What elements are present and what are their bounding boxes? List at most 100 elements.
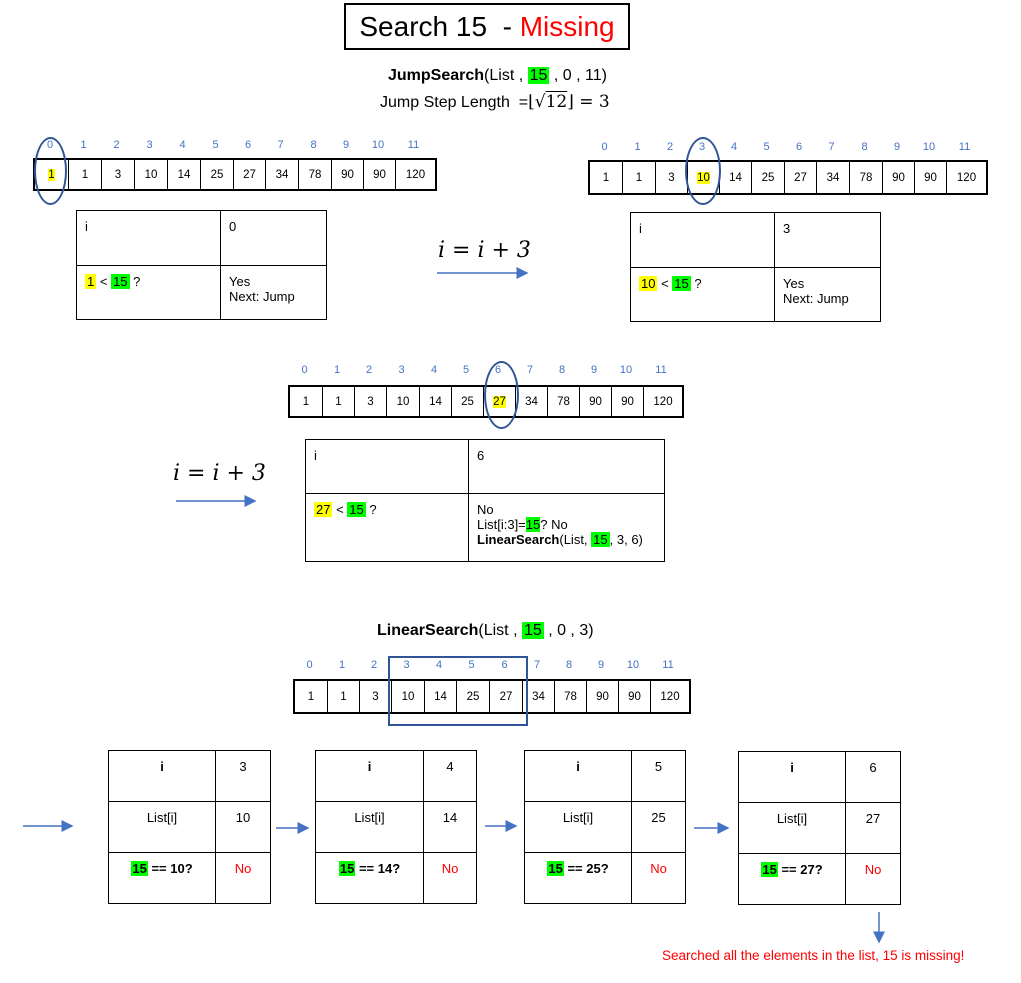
array-1-index-10: 10 (371, 139, 385, 151)
array-3-value-11: 120 (653, 395, 673, 408)
array-4-index-11: 11 (662, 659, 674, 671)
linear-search-fn: LinearSearch (377, 622, 479, 639)
array-2-value-0: 1 (602, 171, 610, 184)
array-3-cell-0: 1 (290, 387, 323, 416)
array-3-index-5: 5 (462, 364, 470, 376)
linear-call-post: , 0 , 3) (543, 622, 594, 639)
array-2-value-9: 90 (892, 171, 905, 184)
array-2-value-10: 90 (924, 171, 937, 184)
array-4-index-5: 5 (468, 659, 475, 671)
stage-3-i-value: 6 (468, 439, 665, 494)
array-4-cell-7: 34 (523, 681, 555, 712)
stage-3-comparison: 27 < 15 ? (305, 493, 469, 562)
stage-2-i-value: 3 (774, 212, 881, 268)
linear-search-call: LinearSearch(List , 15 , 0 , 3) (377, 622, 594, 640)
linear-call-target: 15 (521, 622, 544, 639)
stage-2-cmp-q: ? (690, 276, 702, 291)
array-4-index-2: 2 (370, 659, 378, 671)
array-3-value-3: 10 (396, 395, 410, 408)
array-1-value-7: 34 (275, 168, 289, 181)
array-2-index-2: 2 (666, 141, 674, 153)
linear-step-0-target: 15 (131, 861, 148, 876)
stage-3-list-pre: List[i:3]= (477, 517, 526, 532)
stage-3-cmp-op: < (332, 502, 348, 517)
stage-3-i-label: i (305, 439, 469, 494)
stage-3-list-check: List[i:3]=15? No (477, 517, 656, 532)
array-2-cell-1: 1 (623, 162, 656, 193)
array-1-index-7: 7 (277, 139, 284, 151)
array-1-index-2: 2 (113, 139, 120, 151)
array-3-value-8: 78 (557, 395, 570, 408)
step-radicand: 12 (545, 92, 568, 112)
array-2-cell-11: 120 (947, 162, 986, 193)
linear-step-2-list-value: 25 (631, 801, 686, 853)
linear-step-0-list-value: 10 (215, 801, 271, 853)
array-4-value-3: 10 (401, 690, 415, 703)
linear-step-2-comparison: 15 == 25? (524, 852, 632, 904)
array-2-index-0: 0 (601, 141, 608, 153)
array-3-cell-11: 120 (644, 387, 682, 416)
jump-formula-1: i = i + 3 (438, 238, 531, 263)
array-4-cell-5: 25 (457, 681, 490, 712)
jump-call-pre: (List , (484, 67, 528, 84)
array-2-value-6: 27 (794, 171, 807, 184)
array-4-index-6: 6 (501, 659, 508, 671)
array-3-index-8: 8 (558, 364, 566, 376)
array-4-cell-10: 90 (619, 681, 651, 712)
array-1-cell-1: 1 (69, 160, 102, 189)
array-4-value-6: 27 (499, 690, 513, 703)
stage-2-result-2: Next: Jump (783, 291, 849, 306)
array-4-index-0: 0 (306, 659, 313, 671)
array-2-index-6: 6 (795, 141, 803, 153)
linear-step-0-result: No (215, 852, 271, 904)
array-3-index-0: 0 (301, 364, 308, 376)
array-3-index-2: 2 (365, 364, 373, 376)
array-4-value-8: 78 (564, 690, 577, 703)
array-1-index-8: 8 (310, 139, 317, 151)
array-4-index-9: 9 (597, 659, 605, 671)
linear-step-1-list-value: 14 (423, 801, 477, 853)
array-2-cell-8: 78 (850, 162, 883, 193)
linear-step-3-i-label: i (738, 751, 846, 803)
array-4-value-1: 1 (340, 690, 347, 703)
array-2-cell-5: 25 (752, 162, 785, 193)
array-1-value-6: 27 (243, 168, 256, 181)
array-4-index-7: 7 (533, 659, 541, 671)
jump-search-call: JumpSearch(List , 15 , 0 , 11) (388, 67, 607, 85)
title-prefix: Search 15 - (359, 10, 520, 42)
array-2-value-5: 25 (761, 171, 775, 184)
array-3-index-11: 11 (655, 364, 667, 376)
array-2-cell-0: 1 (590, 162, 623, 193)
array-1-value-11: 120 (405, 168, 426, 181)
array-4-cell-2: 3 (360, 681, 392, 712)
array-2-value-11: 120 (956, 171, 977, 184)
stage-1-cmp-right: 15 (111, 274, 130, 289)
linear-step-1-result: No (423, 852, 477, 904)
array-4-index-3: 3 (403, 659, 410, 671)
array-4-value-7: 34 (532, 690, 545, 703)
linear-step-2-i-label: i (524, 750, 632, 802)
linear-step-2-list-label: List[i] (524, 801, 632, 853)
array-2-index-8: 8 (861, 141, 868, 153)
current-index-marker-1 (34, 137, 67, 205)
array-3-cell-7: 34 (516, 387, 548, 416)
array-1-index-6: 6 (244, 139, 252, 151)
array-4-cell-0: 1 (295, 681, 328, 712)
array-4-value-11: 120 (660, 690, 680, 703)
array-4-cell-6: 27 (490, 681, 523, 712)
linear-step-3-list-value: 27 (845, 802, 901, 854)
array-2-index-5: 5 (763, 141, 770, 153)
linear-step-3-target: 15 (761, 862, 778, 877)
array-2-value-1: 1 (635, 171, 643, 184)
linear-step-3-comparison: 15 == 27? (738, 853, 846, 905)
stage-3-result: No List[i:3]=15? No LinearSearch(List, 1… (468, 493, 665, 562)
array-2-index-3: 3 (698, 141, 706, 153)
stage-1-result-2: Next: Jump (229, 289, 295, 304)
stage-3-cmp-q: ? (365, 502, 377, 517)
